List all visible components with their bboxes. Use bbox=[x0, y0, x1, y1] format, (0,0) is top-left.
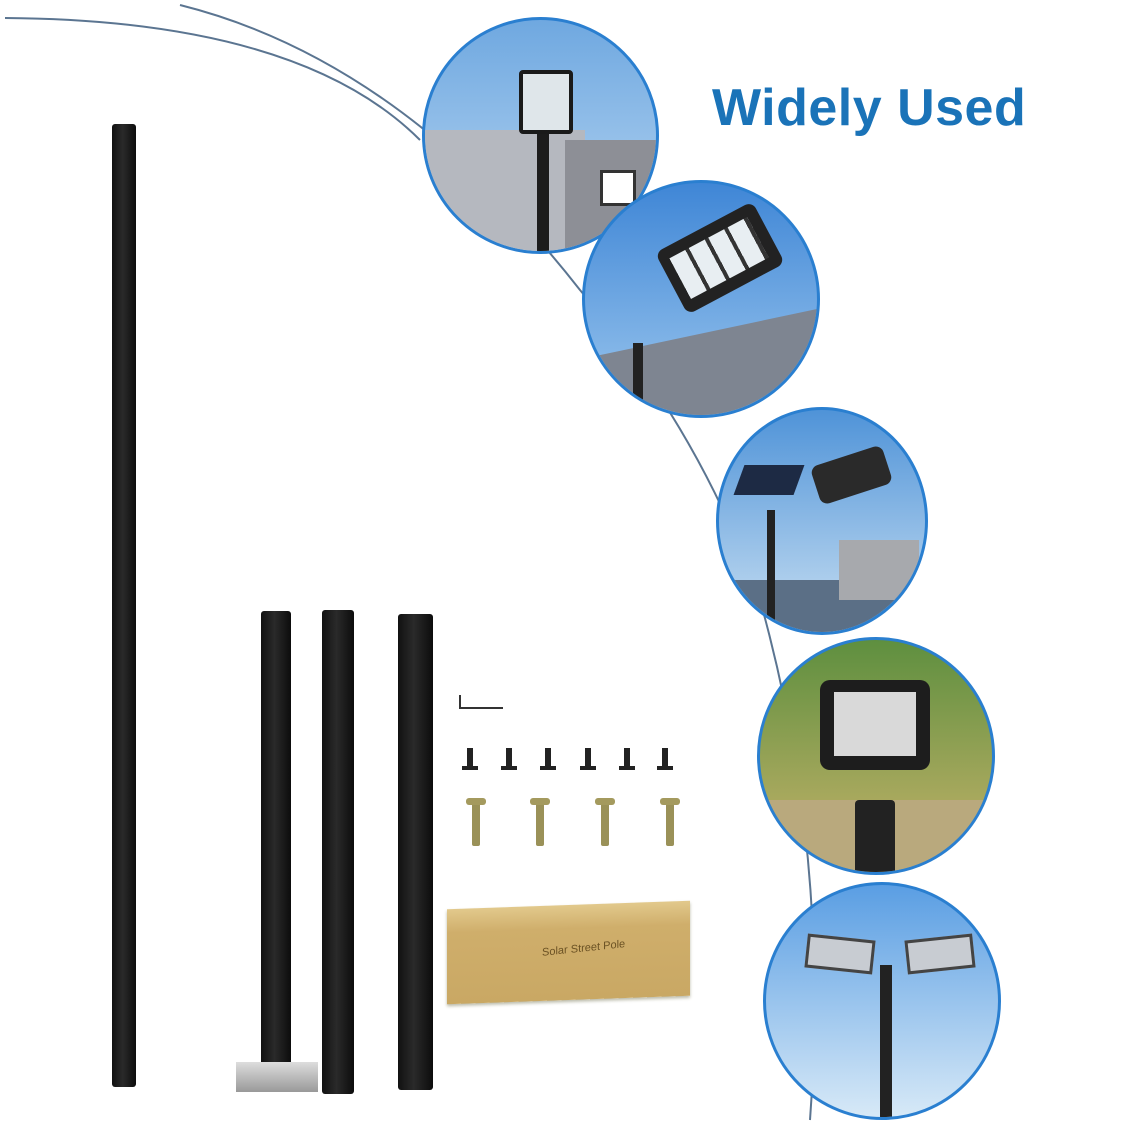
box-label: Solar Street Pole bbox=[542, 938, 626, 959]
anchor-screw bbox=[595, 798, 615, 846]
short-pole-middle bbox=[322, 610, 354, 1094]
short-pole-right bbox=[398, 614, 433, 1090]
use-solar-street-light bbox=[582, 180, 820, 418]
lamp-head-right bbox=[904, 933, 976, 975]
anchor-screw bbox=[466, 798, 486, 846]
solar-panel bbox=[733, 465, 805, 495]
lantern bbox=[519, 70, 573, 134]
light-pole bbox=[633, 343, 643, 415]
long-pole bbox=[112, 124, 136, 1087]
heading: Widely Used bbox=[712, 79, 1027, 137]
use-solar-panel-street-light bbox=[716, 407, 928, 635]
window bbox=[600, 170, 636, 206]
light-pole bbox=[767, 510, 775, 632]
allen-key-icon bbox=[459, 695, 503, 709]
base-plate bbox=[236, 1062, 318, 1092]
packaging-box: Solar Street Pole bbox=[447, 900, 690, 1005]
use-flood-light bbox=[757, 637, 995, 875]
lamp-post bbox=[537, 110, 549, 251]
anchor-screw bbox=[530, 798, 550, 846]
lamp-head-left bbox=[804, 933, 876, 975]
roof bbox=[585, 307, 817, 415]
light-pole bbox=[880, 965, 892, 1117]
house bbox=[425, 130, 585, 251]
light-housing bbox=[809, 444, 894, 506]
light-pole bbox=[855, 800, 895, 872]
bolts bbox=[462, 748, 673, 770]
building bbox=[839, 540, 919, 600]
anchor-screw bbox=[660, 798, 680, 846]
flood-light-lens bbox=[834, 692, 916, 756]
use-parking-lot-light bbox=[763, 882, 1001, 1120]
short-pole-with-base bbox=[261, 611, 291, 1091]
use-garden-lamp-post bbox=[422, 17, 659, 254]
